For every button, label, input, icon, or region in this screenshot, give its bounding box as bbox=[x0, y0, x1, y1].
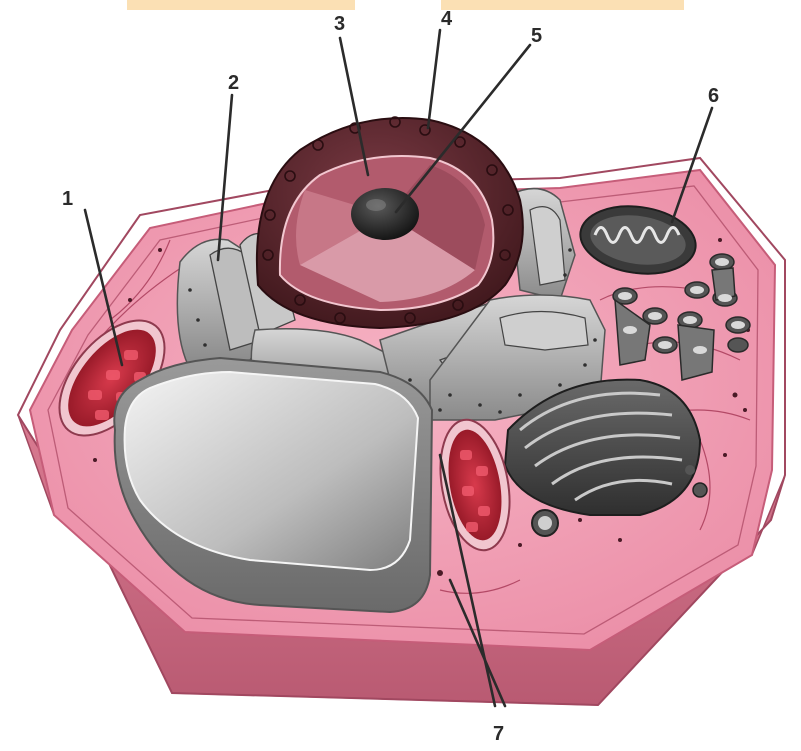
label-1: 1 bbox=[62, 188, 73, 210]
label-7: 7 bbox=[493, 723, 504, 745]
label-4: 4 bbox=[441, 8, 453, 30]
label-3: 3 bbox=[334, 13, 345, 35]
label-2: 2 bbox=[228, 72, 239, 94]
label-5: 5 bbox=[531, 25, 542, 47]
label-6: 6 bbox=[708, 85, 719, 107]
